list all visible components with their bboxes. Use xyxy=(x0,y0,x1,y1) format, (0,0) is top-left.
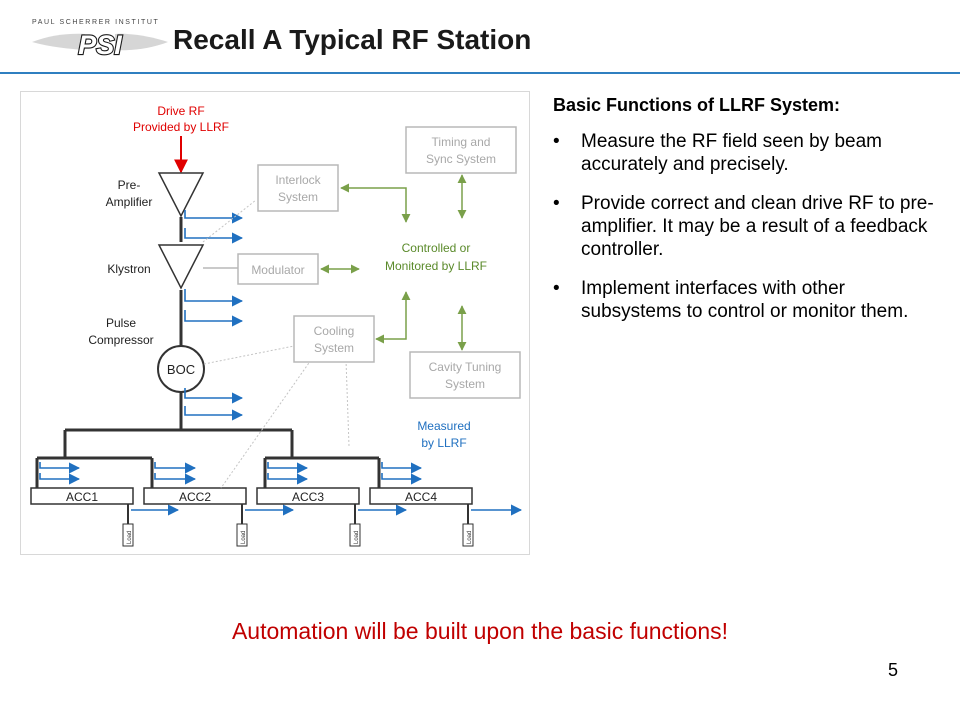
slide-title: Recall A Typical RF Station xyxy=(173,24,532,55)
load-label-3: Load xyxy=(354,531,360,544)
modulator-box xyxy=(237,253,319,285)
function-text: Implement interfaces with other subsyste… xyxy=(581,278,909,322)
conclusion-text: Automation will be built upon the basic … xyxy=(231,618,729,644)
rf-station-diagram: Drive RF Provided by LLRF BOC Pre- Ampli… xyxy=(20,91,530,555)
controlled-label: Controlled or xyxy=(402,241,471,255)
acc4-label: ACC4 xyxy=(405,490,437,504)
cavity-tuning-box xyxy=(409,351,521,399)
load-label-4: Load xyxy=(467,531,473,544)
drive-rf-label: Drive RF xyxy=(157,104,204,118)
interlock-label: Interlock xyxy=(275,173,321,187)
drive-rf-label-2: Provided by LLRF xyxy=(133,120,229,134)
bullet-marker: • xyxy=(553,278,560,299)
function-item: • Provide correct and clean drive RF to … xyxy=(553,192,938,261)
bullet-marker: • xyxy=(553,193,560,214)
pulse-compressor-label: Pulse xyxy=(106,316,136,330)
timing-label-2: Sync System xyxy=(426,152,496,166)
cooling-label: Cooling xyxy=(314,324,355,338)
function-text: Provide correct and clean drive RF to pr… xyxy=(581,193,934,260)
functions-heading: Basic Functions of LLRF System: xyxy=(553,95,841,115)
interlock-system-box xyxy=(257,164,339,212)
measured-arrows-chain xyxy=(184,210,244,421)
interlock-label-2: System xyxy=(278,190,318,204)
acc2-box xyxy=(143,487,247,505)
load-1 xyxy=(122,523,134,547)
llrf-functions-panel: Basic Functions of LLRF System: • Measur… xyxy=(553,95,938,339)
boc-label: BOC xyxy=(167,362,195,377)
pre-amplifier-label-2: Amplifier xyxy=(106,195,153,209)
functions-list: • Measure the RF field seen by beam accu… xyxy=(553,130,938,323)
acc1-box xyxy=(30,487,134,505)
pulse-compressor-label-2: Compressor xyxy=(88,333,153,347)
page-number: 5 xyxy=(888,660,899,680)
title-underline xyxy=(0,72,960,74)
load-4 xyxy=(462,523,474,547)
pre-amplifier-symbol xyxy=(157,172,205,218)
cooling-label-2: System xyxy=(314,341,354,355)
klystron-symbol xyxy=(157,244,205,290)
acc2-label: ACC2 xyxy=(179,490,211,504)
pre-amplifier-label: Pre- xyxy=(118,178,141,192)
measured-label-2: by LLRF xyxy=(421,436,466,450)
load-3 xyxy=(349,523,361,547)
psi-logo: PAUL SCHERRER INSTITUT PSI xyxy=(30,16,170,61)
timing-sync-box xyxy=(405,126,517,174)
boc-symbol xyxy=(157,345,205,393)
modulator-label: Modulator xyxy=(251,263,304,277)
acc3-box xyxy=(256,487,360,505)
acc4-box xyxy=(369,487,473,505)
klystron-label: Klystron xyxy=(107,262,150,276)
function-text: Measure the RF field seen by beam accura… xyxy=(581,131,882,175)
cavity-label-2: System xyxy=(445,377,485,391)
timing-label: Timing and xyxy=(432,135,491,149)
cavity-label: Cavity Tuning xyxy=(429,360,502,374)
logo-institute-text: PAUL SCHERRER INSTITUT xyxy=(32,19,159,26)
acc1-label: ACC1 xyxy=(66,490,98,504)
measured-label: Measured xyxy=(417,419,470,433)
bullet-marker: • xyxy=(553,131,560,152)
load-2 xyxy=(236,523,248,547)
controlled-label-2: Monitored by LLRF xyxy=(385,259,487,273)
function-item: • Measure the RF field seen by beam accu… xyxy=(553,130,938,176)
cooling-system-box xyxy=(293,315,375,363)
load-label-2: Load xyxy=(241,531,247,544)
logo-mark-text: PSI xyxy=(78,30,122,60)
function-item: • Implement interfaces with other subsys… xyxy=(553,277,938,323)
load-label-1: Load xyxy=(127,531,133,544)
acc3-label: ACC3 xyxy=(292,490,324,504)
